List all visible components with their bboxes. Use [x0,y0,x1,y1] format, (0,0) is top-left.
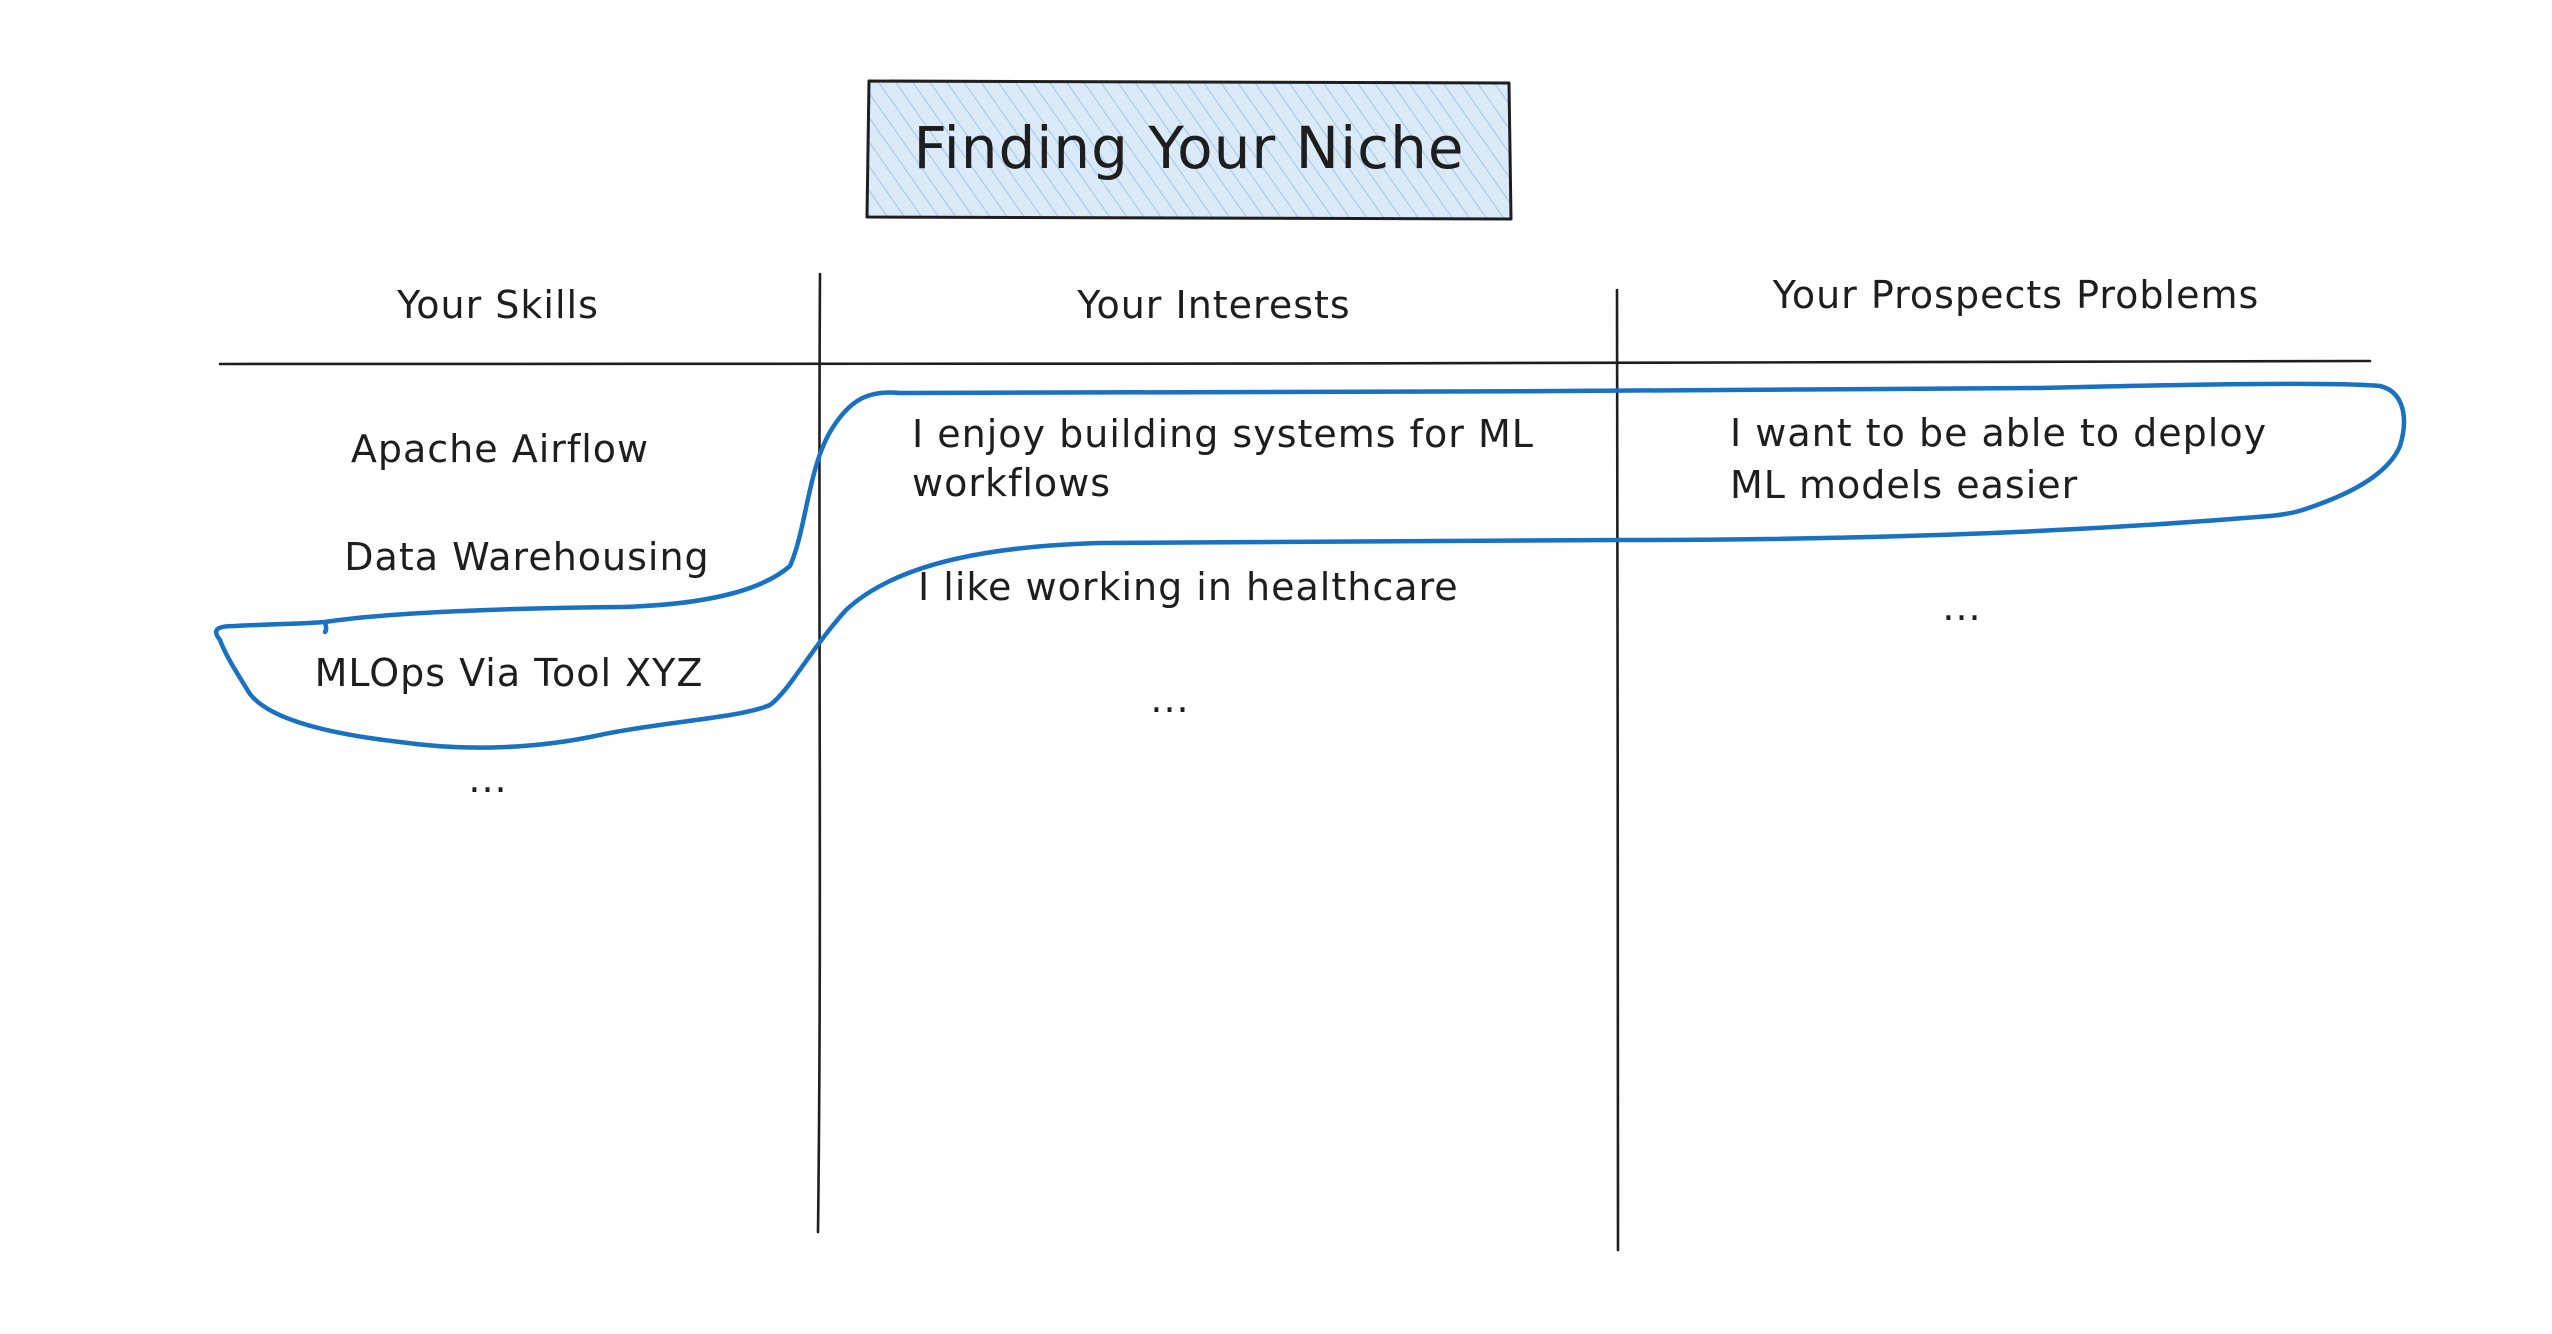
skill-item-highlighted: MLOps Via Tool XYZ [315,651,704,695]
column-divider-2 [1615,288,1620,1252]
column-divider-1 [816,272,822,1234]
prospect-item-line-1: I want to be able to deploy [1730,411,2267,455]
column-header-interests: Your Interests [1076,283,1350,327]
header-divider-line [218,359,2372,366]
interest-item-line-2: workflows [912,461,1111,505]
skill-ellipsis: ... [468,757,507,801]
title-box-border [865,79,1513,221]
skill-item: Data Warehousing [344,535,709,579]
skill-item: Apache Airflow [351,427,649,471]
interest-ellipsis: ... [1150,677,1189,721]
column-header-skills: Your Skills [396,283,599,327]
title-box: Finding Your Niche [865,79,1513,221]
column-header-prospects: Your Prospects Problems [1772,273,2260,317]
interest-item-line-1: I enjoy building systems for ML [912,412,1534,456]
title-box-hatch [868,82,1510,218]
niche-highlight-outline [213,381,2407,750]
niche-highlight-tail [322,619,329,635]
prospect-ellipsis: ... [1942,585,1981,629]
interest-item: I like working in healthcare [918,565,1459,609]
prospect-item-line-2: ML models easier [1730,463,2078,507]
page-title: Finding Your Niche [913,114,1464,182]
